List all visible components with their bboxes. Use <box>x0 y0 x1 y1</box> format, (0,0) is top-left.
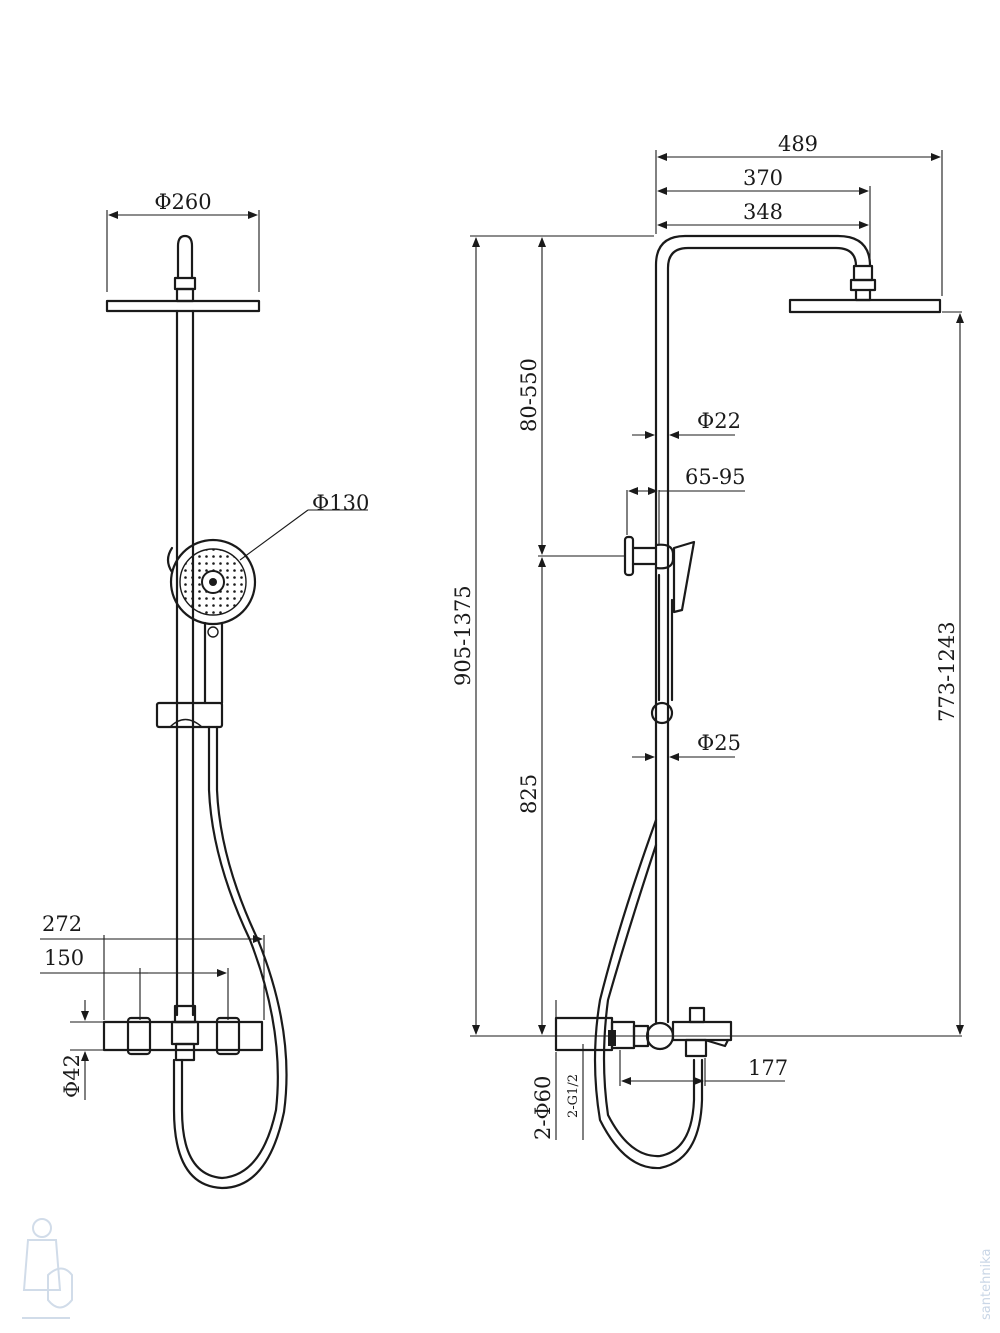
dim-370: 370 <box>743 166 783 190</box>
dim-489: 489 <box>778 132 818 156</box>
dim-825: 825 <box>517 774 541 814</box>
hand-shower-clip <box>166 546 174 574</box>
clip-side <box>654 543 675 570</box>
hose-inner <box>172 725 288 1190</box>
dim-150: 150 <box>44 946 84 970</box>
hose-side-outer <box>593 818 704 1170</box>
rain-head-plate <box>105 299 261 313</box>
rain-head-side <box>788 298 942 314</box>
dim-cover-60: 2-Φ60 <box>531 1076 555 1140</box>
dim-177: 177 <box>748 1056 788 1080</box>
mixer-knob-left <box>126 1016 152 1056</box>
side-dimensions <box>470 150 964 1140</box>
dim-272: 272 <box>42 912 82 936</box>
rod-arm-inner <box>666 246 858 1024</box>
wall-bracket <box>623 535 635 577</box>
dim-head-diameter: Φ260 <box>154 190 211 214</box>
diverter-knob-side <box>688 1006 706 1024</box>
arm-nut <box>849 278 877 292</box>
side-view <box>554 234 942 1170</box>
slide-holder-side <box>650 701 674 725</box>
hand-shower-side <box>672 540 696 614</box>
dim-head-height: 773-1243 <box>935 621 959 722</box>
spout-body <box>671 1020 733 1042</box>
front-view <box>102 234 288 1190</box>
watermark-logo <box>22 1218 73 1319</box>
diverter-body <box>170 1020 200 1046</box>
hose-outer <box>180 725 279 1180</box>
dim-rod-22: Φ22 <box>697 409 741 433</box>
head-neck <box>854 288 872 302</box>
dim-80-550: 80-550 <box>517 358 541 432</box>
head-nut <box>173 276 197 291</box>
dim-348: 348 <box>743 200 783 224</box>
handle-button <box>207 626 219 638</box>
spout-tip <box>703 1038 730 1048</box>
head-stem <box>176 234 194 280</box>
diverter-top <box>173 1004 197 1024</box>
dim-hand-shower: Φ130 <box>312 491 369 515</box>
dim-pipe-42: Φ42 <box>60 1054 84 1098</box>
dimension-labels: Φ260 Φ130 272 150 Φ42 489 370 348 80-550… <box>42 132 959 1140</box>
hand-shower-center-dot <box>209 578 217 586</box>
dim-65-95: 65-95 <box>685 465 746 489</box>
outlet-side <box>684 1038 708 1058</box>
watermark-text: santehnika <box>979 1249 994 1320</box>
front-dimensions <box>40 210 368 1100</box>
dim-rod-25: Φ25 <box>697 731 741 755</box>
spout-outlet <box>174 1042 196 1062</box>
hand-shower-rim <box>169 538 257 626</box>
hose-side-inner <box>602 843 696 1158</box>
mixer-knob-right <box>215 1016 241 1056</box>
inlet-thread <box>608 1030 616 1046</box>
arm-joint <box>852 264 874 282</box>
rod-arm-outer <box>654 234 872 1024</box>
slide-holder <box>155 701 224 729</box>
head-joint <box>175 287 195 303</box>
slide-holder-curve <box>169 718 203 728</box>
dim-total-height: 905-1375 <box>451 585 475 686</box>
dim-thread: 2-G1/2 <box>566 1074 581 1118</box>
